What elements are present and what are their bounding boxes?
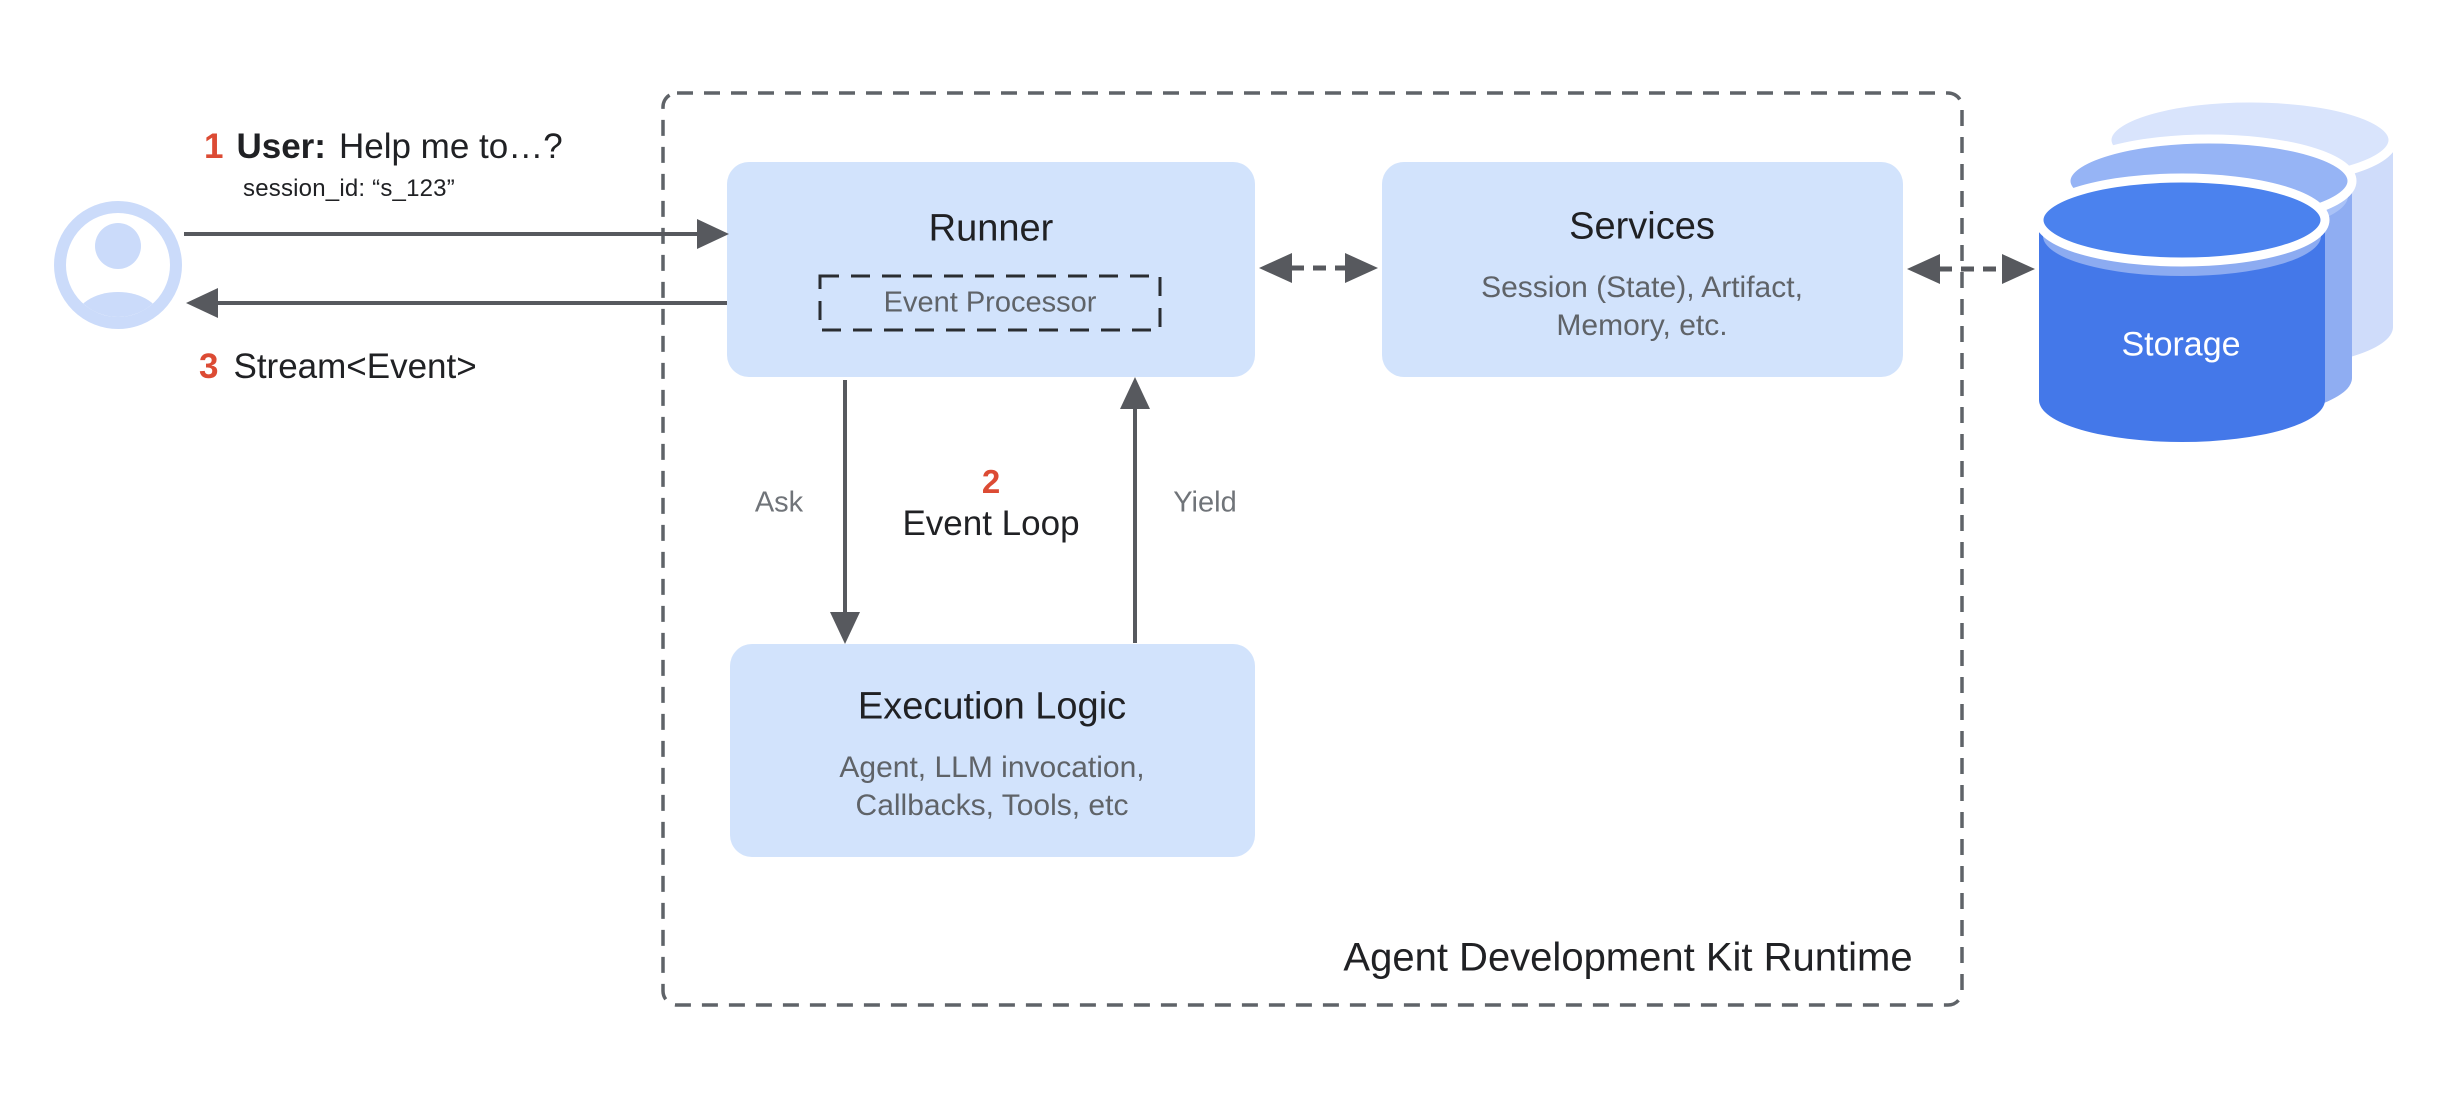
step1-text: Help me to…? <box>338 127 563 166</box>
runtime-dashed-border <box>661 91 1964 1007</box>
services-subtitle: Session (State), Artifact, Memory, etc. <box>1481 271 1803 342</box>
arrow-ask <box>830 380 860 644</box>
step3-text: Stream<Event> <box>233 347 477 386</box>
step1-user-label: User: <box>236 127 326 166</box>
storage-label: Storage <box>2121 325 2241 364</box>
session-id-text: session_id: “s_123” <box>243 175 455 202</box>
arrow-runner-to-user <box>186 288 727 318</box>
step3-number: 3 <box>199 347 219 386</box>
execution-logic-title: Execution Logic <box>857 685 1127 728</box>
arrow-services-storage <box>1907 254 2035 284</box>
step3-stream-message: 3 Stream<Event> <box>199 347 477 387</box>
step1-number: 1 <box>204 127 224 166</box>
step1-user-message: 1 User: Help me to…? <box>204 127 563 167</box>
arrow-user-to-runner <box>184 219 729 249</box>
yield-edge-label: Yield <box>1173 486 1237 519</box>
event-processor-dashed-box <box>818 274 1162 332</box>
execution-logic-box <box>730 644 1255 857</box>
runner-title: Runner <box>928 207 1054 250</box>
storage-database-icon <box>2034 93 2398 442</box>
arrow-yield <box>1120 377 1150 643</box>
event-loop-text: Event Loop <box>902 504 1080 543</box>
event-loop-label: 2 Event Loop <box>902 462 1079 546</box>
execution-logic-subtitle: Agent, LLM invocation, Callbacks, Tools,… <box>839 751 1145 822</box>
event-processor-label: Event Processor <box>883 286 1097 319</box>
runtime-title: Agent Development Kit Runtime <box>1343 935 1913 980</box>
services-box <box>1382 162 1903 377</box>
user-avatar-icon <box>54 201 182 329</box>
step2-number: 2 <box>981 463 1001 500</box>
runner-box <box>727 162 1255 377</box>
ask-edge-label: Ask <box>754 486 804 519</box>
services-title: Services <box>1569 205 1715 248</box>
arrow-runner-services <box>1259 253 1378 283</box>
